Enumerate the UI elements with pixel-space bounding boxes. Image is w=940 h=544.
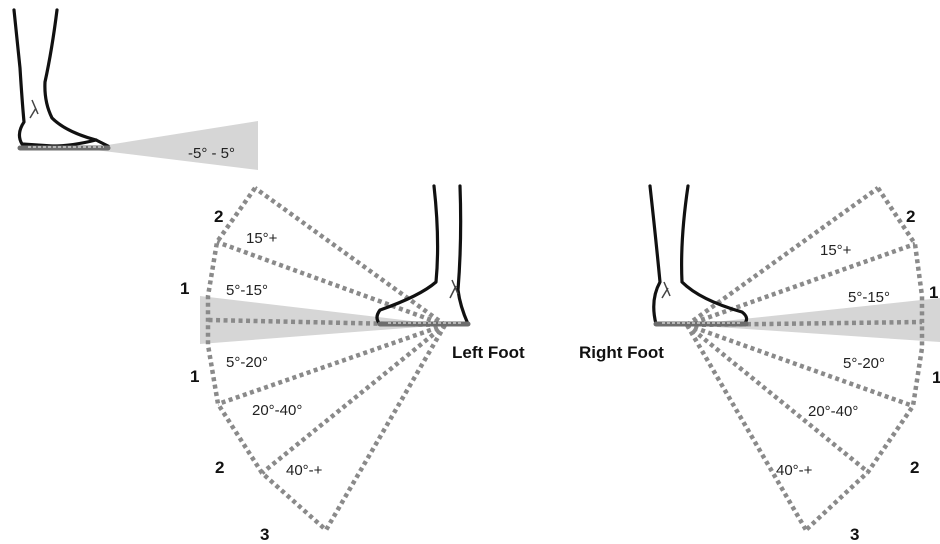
right-rank-number: 2 [906,207,915,226]
left-ray-3 [217,322,446,407]
right-rank-number: 1 [929,283,938,302]
left-ray-0 [253,186,447,327]
right-rank-number: 3 [850,525,859,544]
neutral-foot-icon [12,8,111,151]
right-sector-label: 5°-15° [848,289,890,306]
left-ray-4 [260,323,447,475]
neutral-range-wedge [95,121,258,170]
right-ray-5 [685,323,808,532]
left-foot-title: Left Foot [452,343,525,362]
left-foot-group: Left Foot 15°+ 5°-15° 5°-20° 20°-40° 40°… [180,184,525,544]
right-foot-group: Right Foot 15°+ 5°-15° 5°-20° 20°-40° 40… [579,184,940,544]
left-neutral-wedge [200,296,445,344]
left-sector-label: 15°+ [246,230,278,247]
neutral-range-label: -5° - 5° [188,145,235,162]
right-foot-icon [648,184,749,327]
left-ray-1 [216,239,446,328]
left-rank-number: 2 [215,458,224,477]
right-sector-label: 40°-+ [776,462,813,479]
right-ray-3 [686,322,914,409]
right-foot-title: Right Foot [579,343,664,362]
left-sector-label: 5°-20° [226,354,268,371]
right-sector-label: 20°-40° [808,403,858,420]
left-rank-number: 1 [190,367,199,386]
right-ray-0 [685,186,880,327]
right-sector-label: 5°-20° [843,355,885,372]
left-sector-label: 5°-15° [226,282,268,299]
right-sector-label: 15°+ [820,242,852,259]
left-rank-number: 2 [214,207,223,226]
left-foot-icon [375,184,471,327]
neutral-foot-group: -5° - 5° [12,8,258,170]
left-rank-number: 1 [180,279,189,298]
right-rank-number: 1 [932,368,940,387]
right-rank-number: 2 [910,458,919,477]
right-ray-1 [686,241,916,328]
left-rank-number: 3 [260,525,269,544]
left-sector-label: 40°-+ [286,462,323,479]
left-sector-label: 20°-40° [252,402,302,419]
left-ray-5 [324,323,447,532]
right-ray-4 [685,323,870,474]
right-neutral-wedge [687,298,940,342]
